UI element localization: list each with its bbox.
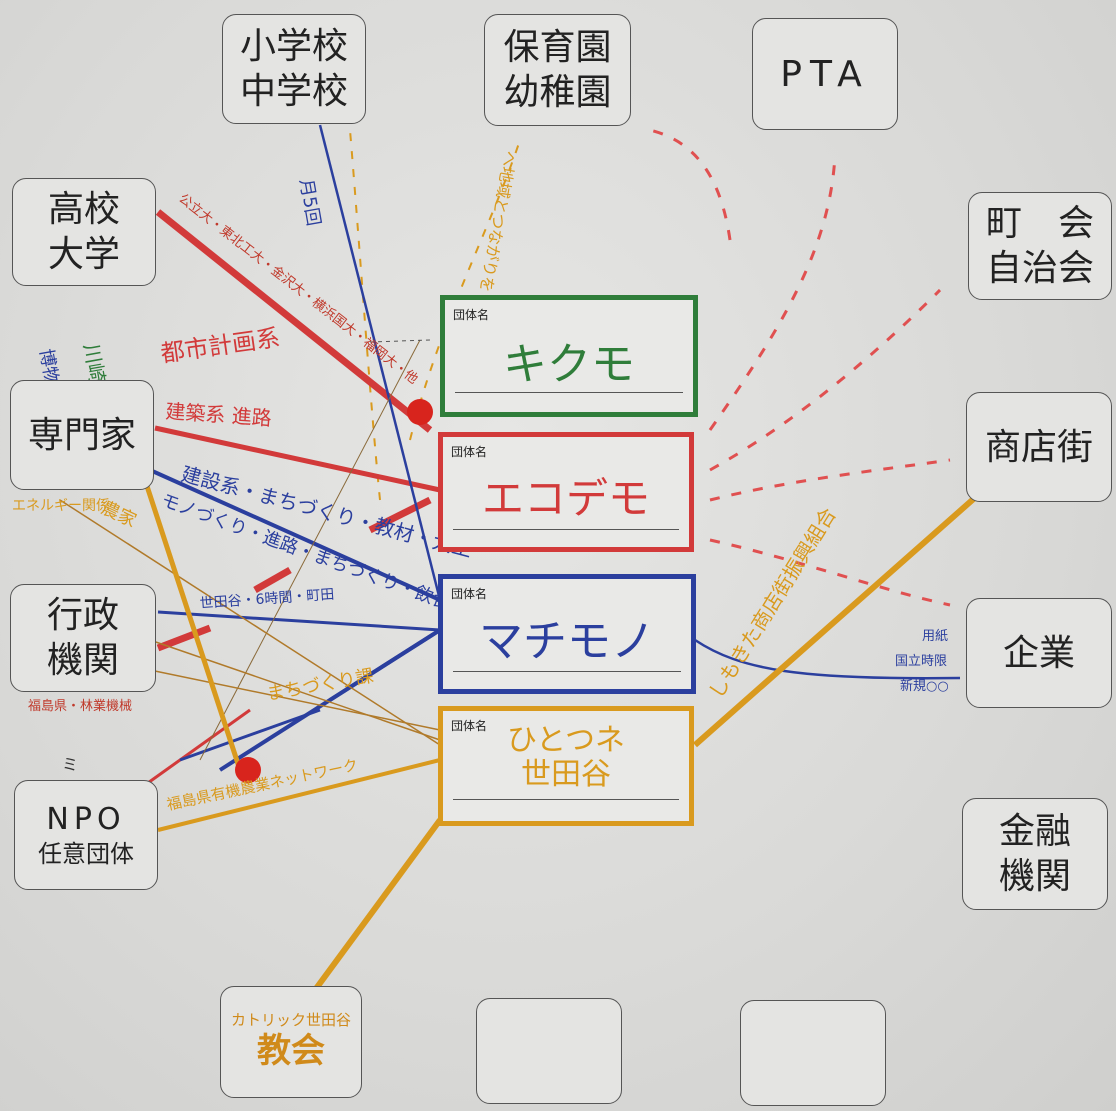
node-town-line1: 町 会 bbox=[985, 203, 1094, 244]
org-hitotsune-name1: ひとつネ bbox=[507, 723, 625, 758]
line-red-dash2 bbox=[253, 566, 292, 594]
thin-line-2 bbox=[149, 639, 441, 741]
node-empty-1 bbox=[476, 998, 622, 1104]
dashed-arrow-shopping bbox=[709, 458, 951, 502]
node-town-line2: 自治会 bbox=[985, 248, 1094, 289]
org-ecodemo: 団体名 エコデモ bbox=[438, 432, 694, 552]
org-ecodemo-rule bbox=[453, 529, 679, 530]
note-fukushima: 福島県・林業機械 bbox=[28, 698, 132, 714]
node-town: 町 会 自治会 bbox=[968, 192, 1112, 300]
node-church-label: 教会 bbox=[257, 1031, 325, 1072]
org-kikumo-name: キクモ bbox=[503, 339, 635, 390]
thin-line-1 bbox=[199, 339, 421, 761]
note-npo-scribble: ミ bbox=[62, 755, 78, 774]
org-kikumo: 団体名 キクモ bbox=[440, 295, 698, 417]
org-machimono: 団体名 マチモノ bbox=[438, 574, 696, 694]
node-shopping: 商店街 bbox=[966, 392, 1112, 502]
dashed-arrow-pta bbox=[708, 154, 837, 431]
red-dot-kikumo bbox=[407, 399, 433, 425]
org-machimono-caption: 団体名 bbox=[451, 587, 488, 601]
node-npo-line1: NPO bbox=[46, 802, 126, 838]
line-highschool-ecodemo bbox=[155, 209, 433, 433]
node-nursery-line1: 保育園 bbox=[503, 27, 612, 68]
node-shopping-label: 商店街 bbox=[984, 426, 1093, 468]
org-hitotsune-name2: 世田谷 bbox=[521, 757, 611, 792]
line-admin-machimono bbox=[157, 610, 441, 632]
node-highschool-line2: 大学 bbox=[47, 234, 120, 275]
dashed-arrow-town bbox=[709, 288, 942, 472]
org-hitotsune-caption: 団体名 bbox=[451, 719, 488, 733]
node-admin-line1: 行政 bbox=[46, 595, 119, 636]
org-machimono-name: マチモノ bbox=[479, 616, 655, 667]
dashed-arrow-nursery bbox=[649, 128, 732, 241]
org-hitotsune-rule bbox=[453, 799, 679, 800]
note-nursery: へ地域とつながりを bbox=[476, 149, 520, 293]
node-highschool-line1: 高校 bbox=[47, 189, 120, 230]
line-school-machimono bbox=[318, 124, 442, 601]
node-company-label: 企業 bbox=[1002, 632, 1075, 674]
org-ecodemo-caption: 団体名 bbox=[451, 445, 488, 459]
note-kenchiku: 建築系 進路 bbox=[165, 399, 273, 430]
org-machimono-rule bbox=[453, 671, 681, 672]
thin-line-4 bbox=[59, 499, 441, 746]
red-dot-npo bbox=[235, 757, 261, 783]
org-kikumo-caption: 団体名 bbox=[453, 308, 490, 322]
dashed-arrow-school bbox=[349, 129, 381, 501]
node-school: 小学校 中学校 bbox=[222, 14, 366, 124]
line-hitotsune-shopping bbox=[693, 492, 980, 748]
line-red-dash3 bbox=[156, 624, 212, 652]
line-npo-hitotsune bbox=[157, 758, 441, 832]
line-expert-ecodemo bbox=[154, 425, 441, 493]
node-school-line2: 中学校 bbox=[239, 71, 348, 112]
node-school-line1: 小学校 bbox=[239, 26, 348, 67]
thin-dash-kikumo bbox=[369, 339, 431, 343]
org-ecodemo-name: エコデモ bbox=[481, 474, 650, 523]
org-hitotsune: 団体名 ひとつネ 世田谷 bbox=[438, 706, 694, 826]
node-church: カトリック世田谷 教会 bbox=[220, 986, 362, 1098]
node-npo: NPO 任意団体 bbox=[14, 780, 158, 890]
thin-line-3 bbox=[149, 669, 441, 731]
node-highschool: 高校 大学 bbox=[12, 178, 156, 286]
node-finance-line2: 機関 bbox=[998, 856, 1071, 897]
line-church-hitotsune bbox=[312, 818, 443, 992]
line-red-dash1 bbox=[368, 496, 432, 534]
node-company: 企業 bbox=[966, 598, 1112, 708]
line-blue-fan2 bbox=[218, 628, 442, 772]
node-npo-line2: 任意団体 bbox=[38, 839, 134, 868]
line-expert-npo-orange bbox=[142, 479, 243, 771]
note-energy: エネルギー関係 bbox=[12, 498, 110, 514]
node-nursery-line2: 幼稚園 bbox=[503, 72, 612, 113]
node-nursery: 保育園 幼稚園 bbox=[484, 14, 631, 126]
note-company-1: 用紙 bbox=[922, 629, 948, 644]
node-admin: 行政 機関 bbox=[10, 584, 156, 692]
node-finance: 金融 機関 bbox=[962, 798, 1108, 910]
line-machimono-company bbox=[694, 638, 961, 680]
note-setagaya: 世田谷・6時間・町田 bbox=[199, 587, 335, 612]
node-church-small: カトリック世田谷 bbox=[230, 1011, 351, 1030]
note-company-3: 新規○○ bbox=[900, 678, 949, 694]
node-finance-line1: 金融 bbox=[998, 811, 1071, 852]
note-company-2: 国立時限 bbox=[895, 654, 947, 669]
line-npo-red bbox=[144, 708, 251, 787]
node-expert-label: 専門家 bbox=[27, 414, 136, 456]
dashed-arrow-company bbox=[709, 538, 951, 607]
node-empty-2 bbox=[740, 1000, 886, 1106]
note-school: 月5回 bbox=[295, 177, 324, 227]
org-kikumo-rule bbox=[455, 392, 683, 393]
note-nouka: 農家 bbox=[98, 497, 140, 531]
node-admin-line2: 機関 bbox=[46, 640, 119, 681]
note-toshikeikaku: 都市計画系 bbox=[159, 324, 282, 368]
node-pta-label: PTA bbox=[780, 53, 870, 95]
line-expert-machimono bbox=[149, 468, 441, 602]
node-expert: 専門家 bbox=[10, 380, 154, 490]
line-blue-fan3 bbox=[179, 708, 321, 762]
node-pta: PTA bbox=[752, 18, 898, 130]
